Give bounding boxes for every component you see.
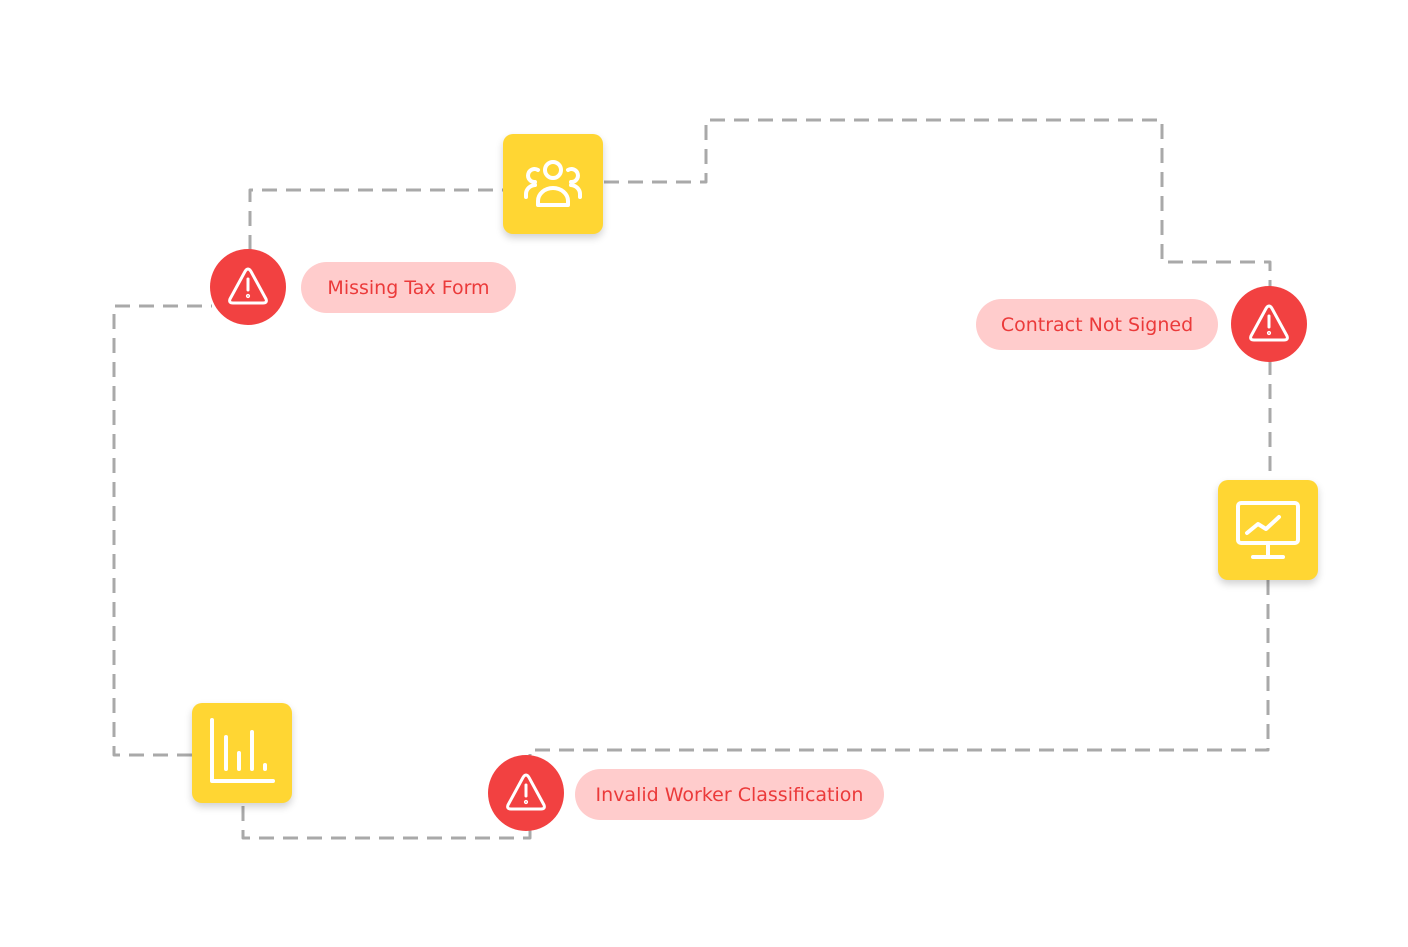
presentation-node[interactable] (1218, 480, 1318, 580)
connector-team-to-contract (604, 118, 1272, 290)
warning-triangle-icon (228, 267, 268, 305)
label-invalid-worker-classification: Invalid Worker Classification (575, 769, 884, 820)
bar-chart-node[interactable] (192, 703, 292, 803)
alert-missing-tax-form[interactable] (210, 249, 286, 325)
users-group-icon (523, 160, 583, 207)
connector-monitor-to-classification (528, 580, 1270, 760)
presentation-chart-icon (1236, 501, 1300, 559)
label-contract-not-signed: Contract Not Signed (976, 299, 1218, 350)
label-missing-tax-form: Missing Tax Form (301, 262, 516, 313)
team-node[interactable] (503, 134, 603, 234)
alert-contract-not-signed[interactable] (1231, 286, 1307, 362)
connector-taxform-to-team (248, 188, 503, 250)
alert-invalid-worker-classification[interactable] (488, 755, 564, 831)
warning-triangle-icon (1249, 304, 1289, 342)
warning-triangle-icon (506, 773, 546, 811)
connector-barchart-to-taxform (112, 304, 212, 757)
bar-chart-icon (210, 718, 275, 783)
connector-classification-to-barchart (241, 804, 532, 840)
